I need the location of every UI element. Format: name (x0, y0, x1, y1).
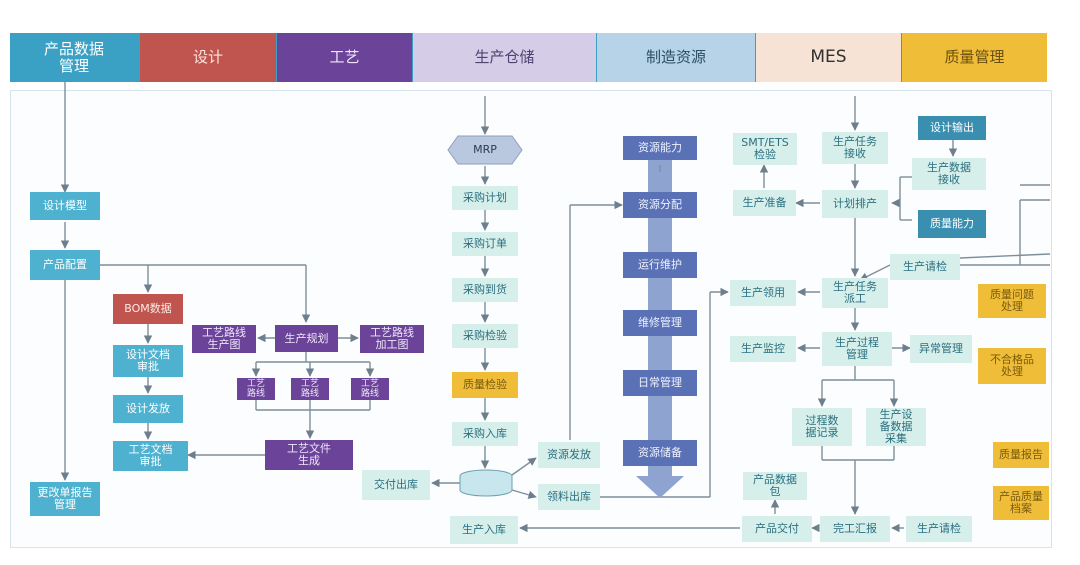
equip-data-node: 生产设 备数据 采集 (866, 408, 926, 446)
prod-data-receive-node: 生产数据 接收 (912, 158, 986, 190)
maintenance-node: 运行维护 (623, 252, 697, 278)
craft-route-node: 工艺路线 生产图 (192, 325, 256, 353)
header-warehouse: 生产仓储 (413, 33, 596, 82)
header-resources: 制造资源 (597, 33, 755, 82)
product-delivery-node: 产品交付 (742, 516, 812, 542)
process-chart-node: 工艺路线 加工图 (360, 325, 424, 353)
change-mgmt-node: 更改单报告 管理 (30, 482, 100, 516)
quality-report-node: 质量报告 (993, 442, 1049, 468)
header-process: 工艺 (277, 33, 412, 82)
process-doc-review-node: 工艺文档 审批 (113, 441, 188, 471)
smt-check-node: SMT/ETS 检验 (733, 133, 797, 165)
delivery-out-node: 交付出库 (362, 470, 430, 500)
production-monitor-node: 生产监控 (730, 336, 796, 362)
header-design: 设计 (140, 33, 276, 82)
resource-flow-arrow-head (636, 476, 684, 498)
design-output-node: 设计输出 (918, 116, 986, 140)
mrp-label: MRP (473, 143, 497, 156)
production-planning-node: 生产规划 (275, 325, 338, 352)
process-mgmt-node: 生产过程 管理 (822, 332, 892, 366)
purchase-order-node: 采购订单 (452, 232, 518, 256)
production-prep-node: 生产准备 (733, 190, 796, 216)
mbom-node: BOM数据 (113, 294, 183, 324)
material-out-node: 领料出库 (538, 484, 600, 510)
product-config-node: 产品配置 (30, 250, 100, 280)
exception-mgmt-node: 异常管理 (910, 335, 972, 363)
header-mes: MES (756, 33, 901, 82)
design-model-node: 设计模型 (30, 192, 100, 220)
nonconform-node: 不合格品 处理 (978, 348, 1046, 384)
task-dispatch-node: 生产任务 派工 (822, 278, 888, 308)
task-receive-node: 生产任务 接收 (822, 132, 888, 164)
quality-issue-node: 质量问题 处理 (978, 284, 1046, 318)
process-data-node: 过程数 据记录 (792, 408, 852, 446)
repair-node: 维修管理 (623, 310, 697, 336)
purchase-inspect-node: 采购检验 (452, 324, 518, 348)
purchase-receive-node: 采购到货 (452, 278, 518, 302)
design-release-node: 设计发放 (113, 395, 183, 423)
product-data-package-node: 产品数据 包 (743, 472, 807, 500)
product-quality-archive-node: 产品质量 档案 (993, 486, 1049, 520)
route-sub-node-2: 工艺 路线 (291, 378, 329, 400)
route-sub-node-3: 工艺 路线 (351, 378, 389, 400)
route-sub-node-1: 工艺 路线 (237, 378, 275, 400)
header-quality: 质量管理 (902, 33, 1047, 82)
resource-capacity-node: 资源能力 (623, 136, 697, 160)
purchase-plan-node: 采购计划 (452, 186, 518, 210)
production-pick-node: 生产领用 (730, 280, 796, 306)
completion-report-node: 完工汇报 (820, 516, 890, 542)
quality-inspect-request-node: 生产请检 (890, 254, 960, 280)
mrp-shape (447, 135, 523, 165)
resource-issue-node: 资源发放 (538, 442, 600, 468)
resource-reserve-node: 资源储备 (623, 440, 697, 466)
craft-issue-node: 工艺文件 生成 (265, 440, 353, 470)
warehouse-drum-body (459, 476, 513, 497)
diagram-area (10, 90, 1052, 548)
mes-inspect-request-node: 生产请检 (906, 516, 972, 542)
design-doc-review-node: 设计文档 审批 (113, 345, 183, 377)
quality-inspect-node: 质量检验 (452, 372, 518, 398)
daily-node: 日常管理 (623, 370, 697, 396)
purchase-in-node: 采购入库 (452, 422, 518, 446)
production-in-node: 生产入库 (450, 516, 518, 544)
plan-production-node: 计划排产 (822, 190, 888, 218)
quality-capacity-node: 质量能力 (918, 210, 986, 238)
resource-allocation-node: 资源分配 (623, 192, 697, 218)
header-pdm: 产品数据 管理 (10, 33, 138, 82)
